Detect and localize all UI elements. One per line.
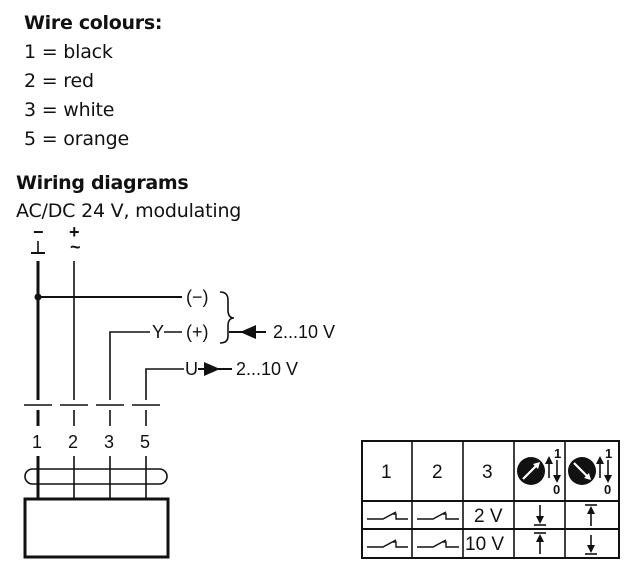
arrow-down-to-bar-icon — [534, 505, 546, 526]
brace — [219, 291, 235, 344]
direction-mark-bottom-2: 0 — [604, 482, 611, 497]
wire-colour-1: 1 = black — [24, 41, 113, 63]
dial-clockwise-icon — [517, 456, 561, 485]
plus-terminal-label: (+) — [186, 322, 209, 342]
wire-number-2: 2 — [68, 432, 78, 452]
direction-mark-top-2: 1 — [605, 446, 612, 461]
switch-open-icon — [417, 511, 459, 520]
arrow-up-to-bar-icon — [585, 504, 597, 526]
wiring-diagrams-title: Wiring diagrams — [16, 172, 189, 194]
wire-colour-2: 2 = red — [24, 70, 94, 92]
switch-open-icon — [417, 539, 459, 548]
y-label: Y — [152, 322, 164, 342]
wire-3-upper — [109, 331, 150, 400]
wire-number-3: 3 — [104, 432, 114, 452]
ground-symbol-icon — [31, 241, 45, 254]
table-header-3: 3 — [482, 462, 493, 483]
arrow-up-to-bar-icon — [534, 532, 546, 554]
wire-number-5: 5 — [140, 432, 150, 452]
cable-sheath — [24, 468, 168, 485]
wire-5-upper — [145, 368, 184, 400]
supply-plus: + — [69, 222, 80, 242]
input-arrow-icon — [240, 325, 256, 339]
table-row-1-voltage: 2 V — [474, 506, 503, 527]
output-voltage-label: 2...10 V — [236, 359, 298, 379]
table-row-2-voltage: 10 V — [465, 534, 504, 555]
direction-mark-bottom: 0 — [553, 482, 560, 497]
dial-counterclockwise-icon — [568, 456, 612, 485]
output-arrow-icon — [204, 362, 220, 376]
supply-tilde: ~ — [70, 237, 81, 257]
switch-table — [361, 440, 620, 559]
input-voltage-label: 2...10 V — [273, 322, 335, 342]
direction-mark-top: 1 — [554, 446, 561, 461]
switch-open-icon — [367, 539, 408, 548]
actuator-box — [23, 497, 170, 559]
table-header-2: 2 — [432, 462, 443, 483]
minus-terminal-label: (−) — [186, 287, 209, 307]
wiring-subtitle: AC/DC 24 V, modulating — [16, 200, 242, 222]
switch-open-icon — [367, 511, 408, 520]
connector-break — [24, 404, 160, 426]
supply-minus: − — [33, 222, 44, 242]
arrow-down-to-bar-icon — [585, 535, 597, 555]
wire-colour-3: 3 = white — [24, 99, 115, 121]
wire-colour-5: 5 = orange — [24, 128, 129, 150]
wire-colours-title: Wire colours: — [24, 12, 163, 34]
u-label: U — [185, 359, 198, 379]
wire-number-1: 1 — [32, 432, 42, 452]
table-header-1: 1 — [381, 462, 392, 483]
